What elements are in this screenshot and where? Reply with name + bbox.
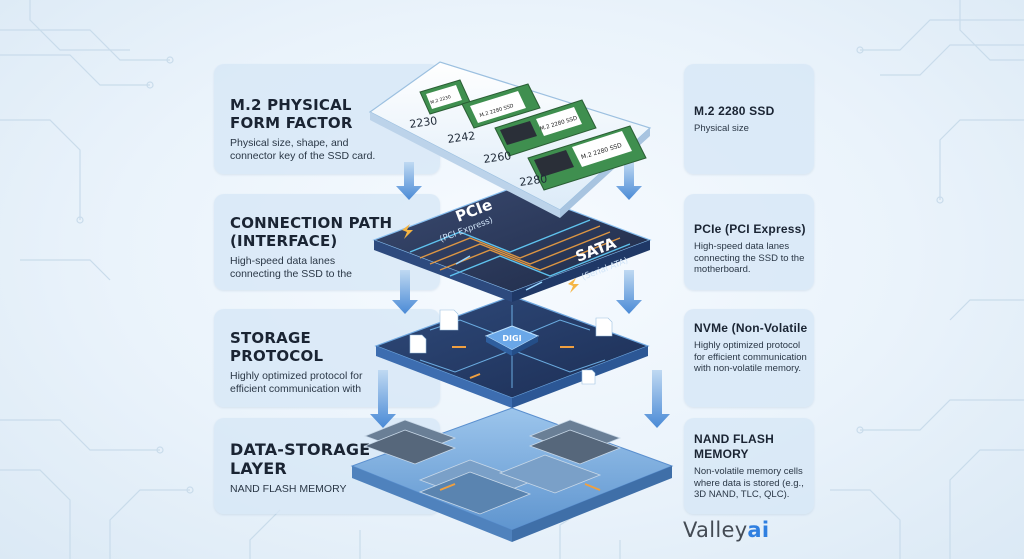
nand-title: NAND FLASH MEMORY — [694, 432, 774, 461]
brand-accent: ai — [747, 518, 770, 542]
pcie-description: High-speed data lanes connecting the SSD… — [694, 241, 805, 275]
bidirectional-arrow-icon — [455, 255, 471, 265]
pcie-title-rest: (PCI Express) — [721, 222, 806, 236]
bidirectional-arrow-icon — [525, 281, 543, 291]
protocol-description: Highly optimized protocol for efficient … — [230, 370, 363, 395]
protocol-title: STORAGE PROTOCOL — [230, 329, 324, 365]
document-icon — [409, 334, 427, 354]
storage-layer-title: DATA-STORAGE LAYER — [230, 440, 371, 478]
arrow-down-icon — [396, 162, 422, 200]
ssd-model-description: Physical size — [694, 123, 749, 134]
interface-title: CONNECTION PATH (INTERFACE) — [230, 214, 393, 250]
layer4-right-card: NAND FLASH MEMORY Non-volatile memory ce… — [684, 418, 814, 514]
interface-layer: PCIe (PCI Express) SATA (Serial ATA) — [372, 187, 652, 302]
nand-layer — [350, 407, 674, 542]
lightning-icon — [402, 224, 413, 239]
protocol-layer: DIGI — [374, 295, 650, 408]
document-icon — [595, 317, 613, 337]
document-icon — [581, 369, 596, 385]
ssd-card-2260: M.2 2280 SSD — [494, 99, 597, 157]
nvme-description: Highly optimized protocol for efficient … — [694, 340, 807, 374]
nvme-title-rest: (Non-Volatile — [728, 321, 808, 335]
layer1-right-card: M.2 2280 SSD Physical size — [684, 64, 814, 174]
layer2-right-card: PCIe (PCI Express) High-speed data lanes… — [684, 194, 814, 290]
brand-logo: Valleyai — [683, 518, 769, 542]
chip-label: DIGI — [502, 334, 521, 343]
nvme-title: NVMe (Non-Volatile — [694, 321, 812, 336]
arrow-down-icon — [616, 162, 642, 200]
arrow-down-icon — [616, 270, 642, 314]
lightning-icon — [568, 278, 579, 293]
form-factor-layer: M.2 2230 M.2 2280 SSD M.2 2280 SSD M.2 2… — [368, 61, 652, 218]
ssd-model-title: M.2 2280 SSD — [694, 104, 775, 118]
arrow-down-icon — [392, 270, 418, 314]
size-label-2230: 2230 — [409, 114, 439, 131]
nand-description: Non-volatile memory cells where data is … — [694, 466, 804, 500]
size-label-2260: 2260 — [483, 149, 513, 166]
nvme-title-bold: NVMe — [694, 321, 729, 335]
pcie-title: PCIe (PCI Express) — [694, 222, 812, 237]
form-factor-title: M.2 PHYSICAL FORM FACTOR — [230, 96, 353, 132]
arrow-down-icon — [370, 370, 396, 428]
document-icon — [439, 309, 459, 331]
layer3-right-card: NVMe (Non-Volatile Highly optimized prot… — [684, 309, 814, 407]
size-label-2242: 2242 — [447, 129, 477, 146]
arrow-down-icon — [644, 370, 670, 428]
form-factor-description: Physical size, shape, and connector key … — [230, 137, 376, 162]
interface-description: High-speed data lanes connecting the SSD… — [230, 255, 352, 280]
ssd-card-2242: M.2 2280 SSD — [461, 83, 541, 129]
size-label-2280: 2280 — [519, 172, 549, 189]
ssd-card-label: M.2 2230 — [430, 94, 452, 106]
pcie-title-bold: PCIe — [694, 222, 722, 236]
storage-layer-description: NAND FLASH MEMORY — [230, 483, 347, 495]
brand-name: Valley — [683, 518, 748, 542]
ssd-card-2280: M.2 2280 SSD — [527, 125, 647, 191]
